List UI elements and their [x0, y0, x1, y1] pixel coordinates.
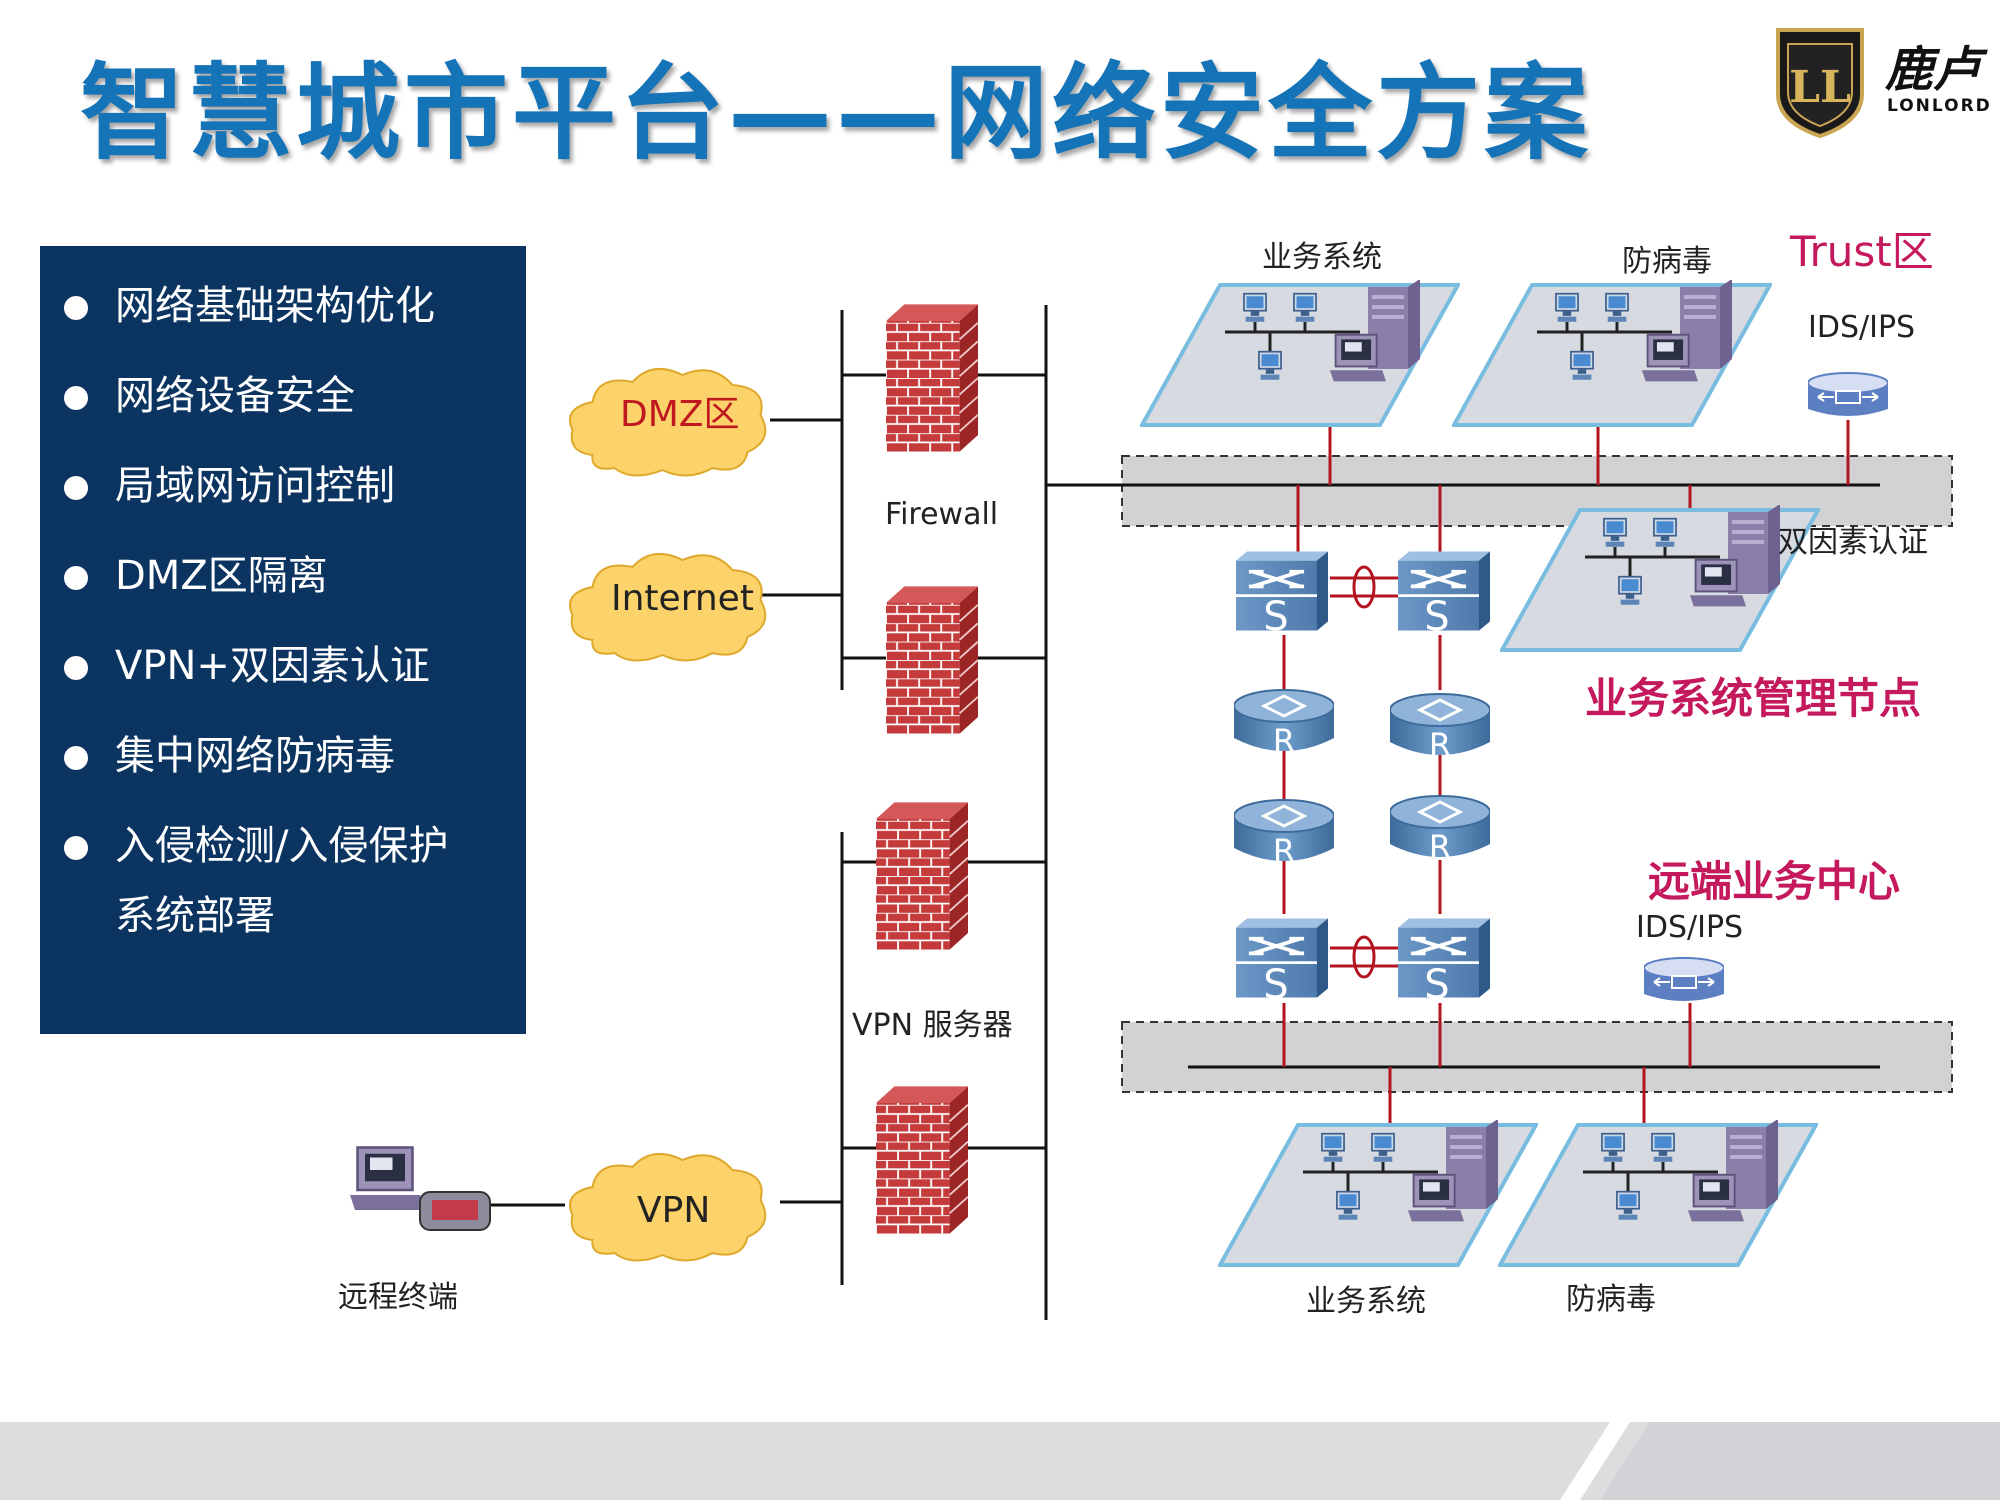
feature-item: 网络设备安全	[40, 366, 526, 456]
firewall-icon	[886, 303, 978, 453]
business-system-lan-top	[1142, 279, 1458, 425]
switch-letter: S	[1263, 594, 1288, 640]
feature-item: 集中网络防病毒	[40, 726, 526, 816]
router-letter: R	[1429, 828, 1451, 866]
vpn-firewall-icon	[876, 801, 968, 951]
antivirus-bottom-label: 防病毒	[1566, 1282, 1656, 1317]
feature-list: 网络基础架构优化 网络设备安全 局域网访问控制 DMZ区隔离 VPN+双因素认证…	[40, 276, 526, 906]
feature-label: VPN+双因素认证	[115, 643, 430, 689]
feature-label: 入侵检测/入侵保护	[115, 823, 449, 869]
feature-label: 局域网访问控制	[115, 463, 395, 509]
footer-band	[0, 1422, 2000, 1500]
feature-label: 网络设备安全	[115, 373, 355, 419]
ids-ips-icon	[1644, 956, 1724, 1003]
core-segment-top	[1121, 455, 1953, 527]
switch-letter: S	[1424, 962, 1449, 1008]
ids-ips-bottom-label: IDS/IPS	[1636, 910, 1744, 945]
feature-item: DMZ区隔离	[40, 546, 526, 636]
antivirus-top-label: 防病毒	[1622, 244, 1712, 279]
bullet-dot-icon	[64, 746, 88, 770]
switch-letter: S	[1263, 962, 1288, 1008]
firewall-icon	[886, 585, 978, 735]
vpn-firewall-icon	[876, 1085, 968, 1235]
remote-center-label: 远端业务中心	[1648, 857, 1901, 906]
remote-terminal-icon	[350, 1146, 425, 1212]
remote-terminal-label: 远程终端	[338, 1280, 458, 1315]
feature-label: DMZ区隔离	[115, 553, 328, 599]
router-letter: R	[1273, 832, 1295, 870]
brand-monogram: LL	[1789, 62, 1851, 113]
feature-item: 网络基础架构优化	[40, 276, 526, 366]
bullet-dot-icon	[64, 296, 88, 320]
brand-name-en: LONLORD	[1887, 96, 1992, 116]
feature-label: 网络基础架构优化	[115, 283, 435, 329]
switch-letter: S	[1424, 594, 1449, 640]
brand-logo: LL	[1776, 28, 1864, 139]
feature-panel: 网络基础架构优化 网络设备安全 局域网访问控制 DMZ区隔离 VPN+双因素认证…	[40, 246, 526, 1034]
mgmt-node-label: 业务系统管理节点	[1585, 674, 1922, 723]
feature-label-continuation: 系统部署	[115, 893, 275, 939]
page-title: 智慧城市平台——网络安全方案	[80, 52, 1593, 174]
router-letter: R	[1273, 722, 1295, 760]
vpn-cloud-label: VPN	[637, 1190, 711, 1231]
core-segment-bottom	[1121, 1021, 1953, 1093]
brand-name-cn: 鹿卢	[1885, 42, 1982, 98]
business-system-top-label: 业务系统	[1262, 240, 1382, 275]
two-factor-label: 双因素认证	[1778, 525, 1928, 560]
router-letter: R	[1429, 726, 1451, 764]
bullet-dot-icon	[64, 836, 88, 860]
bullet-dot-icon	[64, 386, 88, 410]
bullet-dot-icon	[64, 656, 88, 680]
business-system-bottom-label: 业务系统	[1306, 1284, 1426, 1319]
feature-label: 集中网络防病毒	[115, 733, 395, 779]
bullet-dot-icon	[64, 566, 88, 590]
ids-ips-icon	[1808, 371, 1888, 418]
feature-item: 局域网访问控制	[40, 456, 526, 546]
vpn-server-label: VPN 服务器	[852, 1008, 1013, 1043]
antivirus-lan-bottom	[1500, 1119, 1816, 1265]
ids-ips-top-label: IDS/IPS	[1808, 310, 1916, 345]
feature-item: VPN+双因素认证	[40, 636, 526, 726]
antivirus-lan-top	[1454, 279, 1770, 425]
bullet-dot-icon	[64, 476, 88, 500]
dmz-cloud-label: DMZ区	[620, 394, 740, 435]
trust-zone-label: Trust区	[1790, 227, 1934, 276]
feature-item: 入侵检测/入侵保护	[40, 816, 526, 906]
business-system-lan-bottom	[1220, 1119, 1536, 1265]
internet-cloud-label: Internet	[611, 578, 754, 619]
firewall-label: Firewall	[885, 497, 999, 532]
